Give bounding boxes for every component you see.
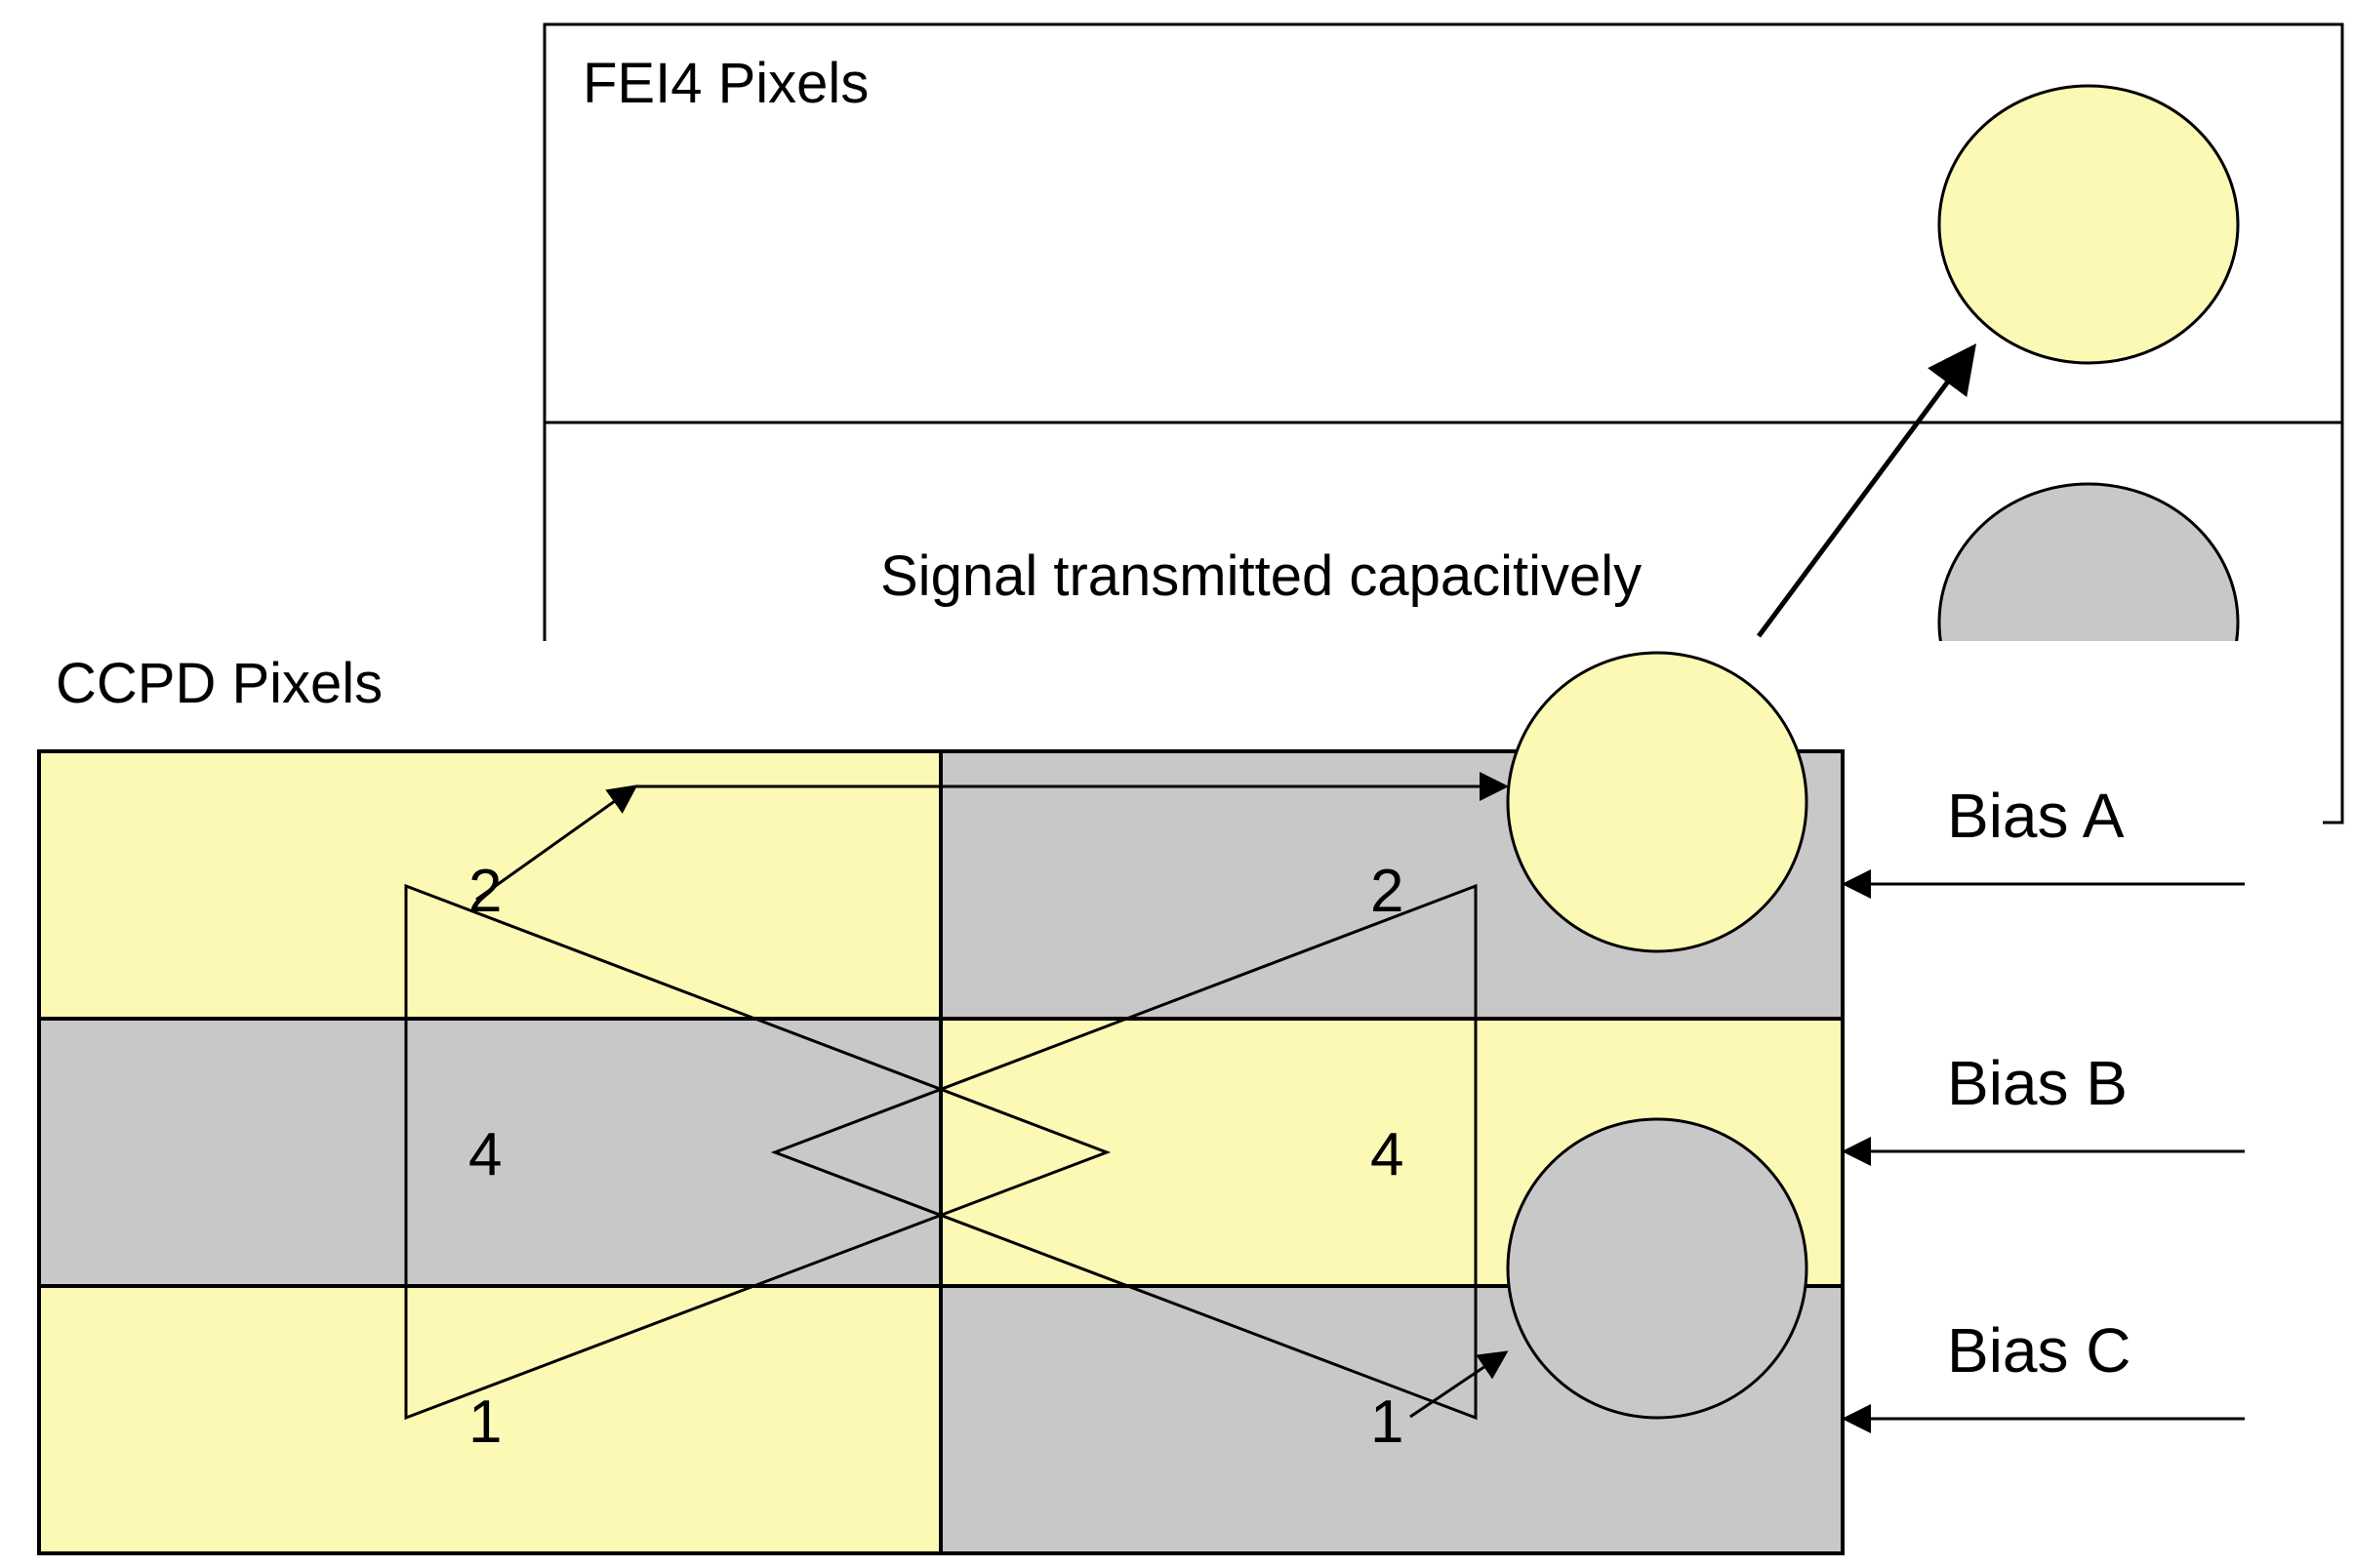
fei4-outline xyxy=(543,22,2344,824)
ccpd-cell-r1c1 xyxy=(39,751,941,1019)
amp-left-label-4: 4 xyxy=(468,1121,502,1188)
amplifier-left-triangle xyxy=(404,883,1112,1421)
ccpd-cell-r2c1 xyxy=(39,1019,941,1286)
readout-arrow-left-up xyxy=(475,784,638,902)
ccpd-pixel-pad-top xyxy=(1506,651,1808,953)
amp-right-label-1: 1 xyxy=(1370,1388,1403,1456)
fei4-pixel-pad-top xyxy=(1937,84,2240,365)
ccpd-pixel-pad-bottom xyxy=(1506,1117,1808,1420)
signal-label: Signal transmitted capacitively xyxy=(880,544,1642,608)
amp-right-label-4: 4 xyxy=(1370,1121,1403,1188)
ccpd-cell-r3c1 xyxy=(39,1286,941,1553)
bias-c-label: Bias C xyxy=(1947,1315,2131,1386)
amp-right-label-2: 2 xyxy=(1370,858,1403,925)
readout-arrow-right xyxy=(1409,1350,1509,1419)
fei4-title: FEI4 Pixels xyxy=(583,52,869,115)
ccpd-chip: 2 4 1 2 4 1 xyxy=(37,651,1845,1555)
ccpd-title: CCPD Pixels xyxy=(56,652,383,715)
bias-b-label: Bias B xyxy=(1947,1048,2128,1118)
amp-left-label-1: 1 xyxy=(468,1388,502,1456)
amplifier-right-triangle xyxy=(770,883,1478,1421)
bias-a-label: Bias A xyxy=(1947,781,2125,851)
amp-left-label-2: 2 xyxy=(468,858,502,925)
capacitive-signal-arrow xyxy=(1756,342,1976,638)
